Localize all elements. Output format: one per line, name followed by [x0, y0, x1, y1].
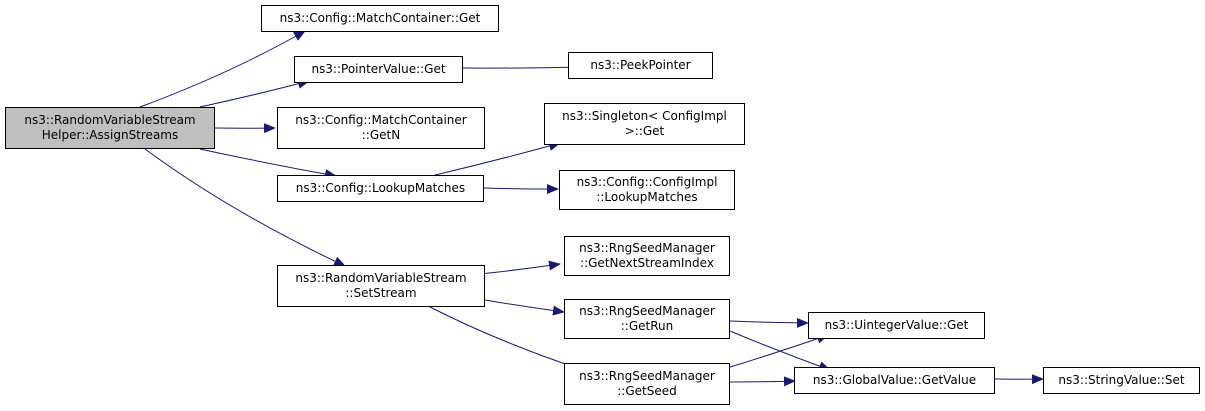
edge-rng_seed-to-gv_getvalue	[729, 376, 796, 387]
node-label-line: ns3::PointerValue::Get	[311, 62, 446, 76]
node-label-line: ns3::GlobalValue::GetValue	[812, 373, 977, 387]
edge-assign-to-lookup	[199, 148, 337, 179]
node-singleton[interactable]: ns3::Singleton< ConfigImpl>::Get	[544, 103, 745, 145]
node-label-line: ::SetStream	[345, 286, 417, 300]
node-label-line: ns3::RandomVariableStream	[24, 113, 196, 127]
node-label-line: ns3::Config::LookupMatches	[295, 181, 466, 195]
node-peek[interactable]: ns3::PeekPointer	[568, 52, 713, 79]
node-label-line: ns3::RandomVariableStream	[295, 271, 467, 285]
node-label-line: ::GetN	[361, 128, 401, 142]
edge-assign-to-mc_get	[139, 30, 306, 108]
node-label-line: ns3::RngSeedManager	[579, 369, 715, 383]
node-label-line: ns3::UintegerValue::Get	[824, 318, 969, 332]
edge-pv_get-to-peek	[462, 62, 582, 73]
node-gv-getvalue[interactable]: ns3::GlobalValue::GetValue	[794, 367, 995, 394]
node-label-line: ::GetNextStreamIndex	[580, 256, 714, 270]
node-uint-get[interactable]: ns3::UintegerValue::Get	[808, 312, 985, 339]
node-label-line: ::GetRun	[620, 319, 674, 333]
edge-lookup-to-singleton	[434, 141, 561, 176]
node-rv-setstream[interactable]: ns3::RandomVariableStream::SetStream	[277, 265, 485, 307]
node-label-line: ns3::Config::MatchContainer	[295, 113, 467, 127]
node-rng-run[interactable]: ns3::RngSeedManager::GetRun	[564, 299, 730, 339]
node-label-line: ::GetSeed	[617, 384, 677, 398]
edge-rng_run-to-gv_getvalue	[729, 330, 831, 371]
node-rng-next[interactable]: ns3::RngSeedManager::GetNextStreamIndex	[564, 236, 730, 276]
node-sv-set[interactable]: ns3::StringValue::Set	[1043, 367, 1200, 394]
node-label-line: ns3::Config::ConfigImpl	[576, 175, 718, 189]
edge-rv_setstream-to-rng_next	[479, 260, 561, 275]
node-rng-seed[interactable]: ns3::RngSeedManager::GetSeed	[564, 363, 730, 405]
node-label-line: ns3::Singleton< ConfigImpl	[562, 109, 727, 123]
node-label-line: ns3::StringValue::Set	[1058, 373, 1185, 387]
node-label-line: ns3::RngSeedManager	[579, 241, 715, 255]
node-mc-get[interactable]: ns3::Config::MatchContainer::Get	[261, 5, 499, 32]
node-mc-getn[interactable]: ns3::Config::MatchContainer::GetN	[277, 107, 485, 149]
node-label-line: ns3::Config::MatchContainer::Get	[279, 11, 481, 25]
node-pv-get[interactable]: ns3::PointerValue::Get	[294, 56, 463, 83]
node-label-line: ns3::RngSeedManager	[579, 304, 715, 318]
edge-assign-to-rv_setstream	[144, 148, 346, 267]
node-lookup[interactable]: ns3::Config::LookupMatches	[277, 175, 484, 202]
node-label-line: >::Get	[624, 124, 665, 138]
node-ci-lookup[interactable]: ns3::Config::ConfigImpl::LookupMatches	[559, 170, 735, 210]
node-label-line: ::LookupMatches	[596, 190, 698, 204]
edge-lookup-to-ci_lookup	[483, 184, 559, 195]
edge-rv_setstream-to-rng_seed	[429, 306, 587, 373]
edge-rng_run-to-uint_get	[729, 317, 809, 328]
edge-assign-to-pv_get	[199, 78, 310, 108]
node-label-line: ns3::PeekPointer	[590, 58, 691, 72]
edge-rv_setstream-to-rng_run	[484, 299, 565, 316]
node-label-line: Helper::AssignStreams	[41, 128, 179, 142]
